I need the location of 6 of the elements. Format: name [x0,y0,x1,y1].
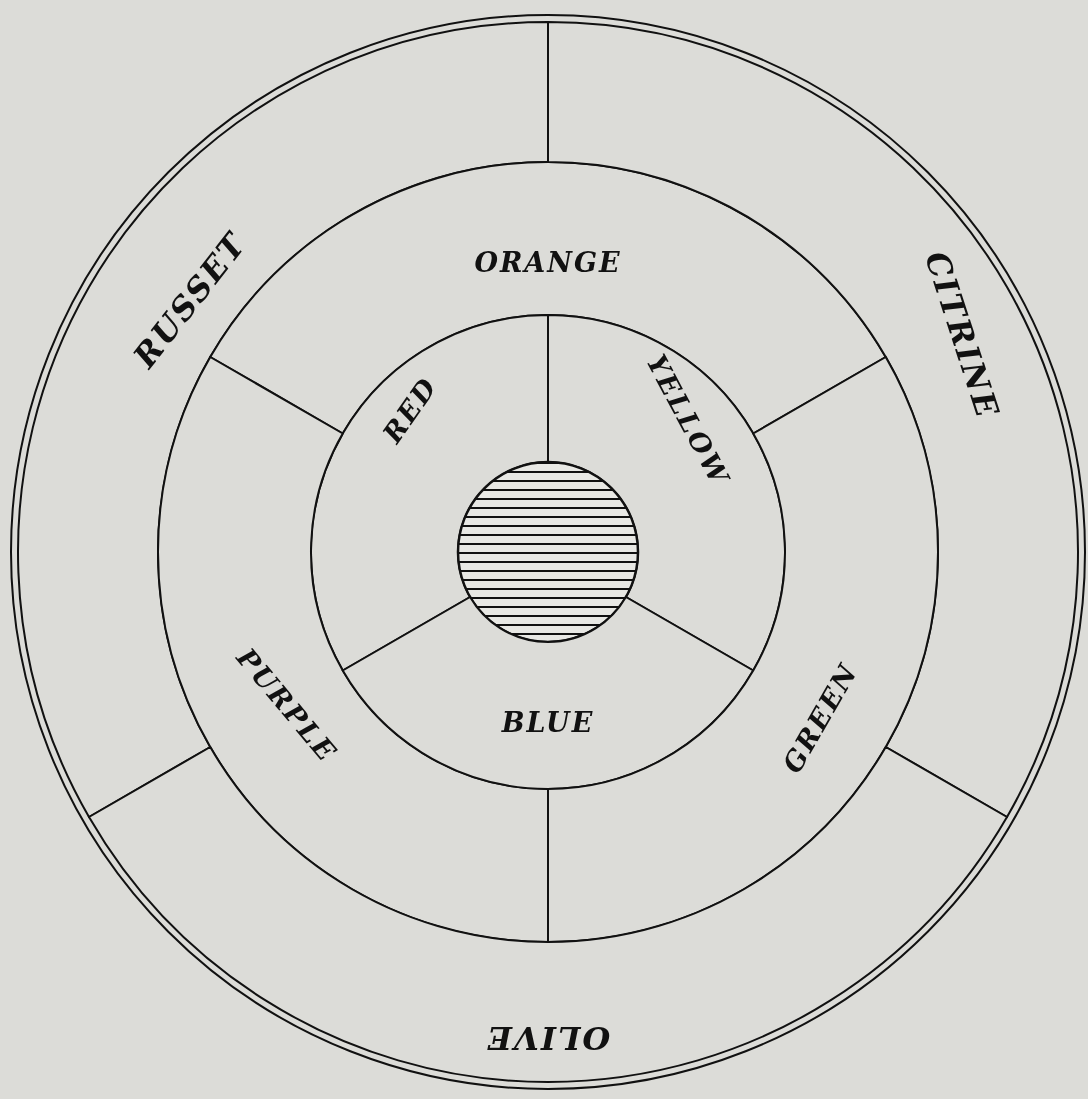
segment-label: OLIVE [485,1019,611,1057]
hatched-circle [456,460,640,644]
ring-segment [341,596,755,790]
segment-label: BLUE [501,706,595,738]
segment-label: ORANGE [474,246,622,278]
ring-segment [547,314,786,672]
